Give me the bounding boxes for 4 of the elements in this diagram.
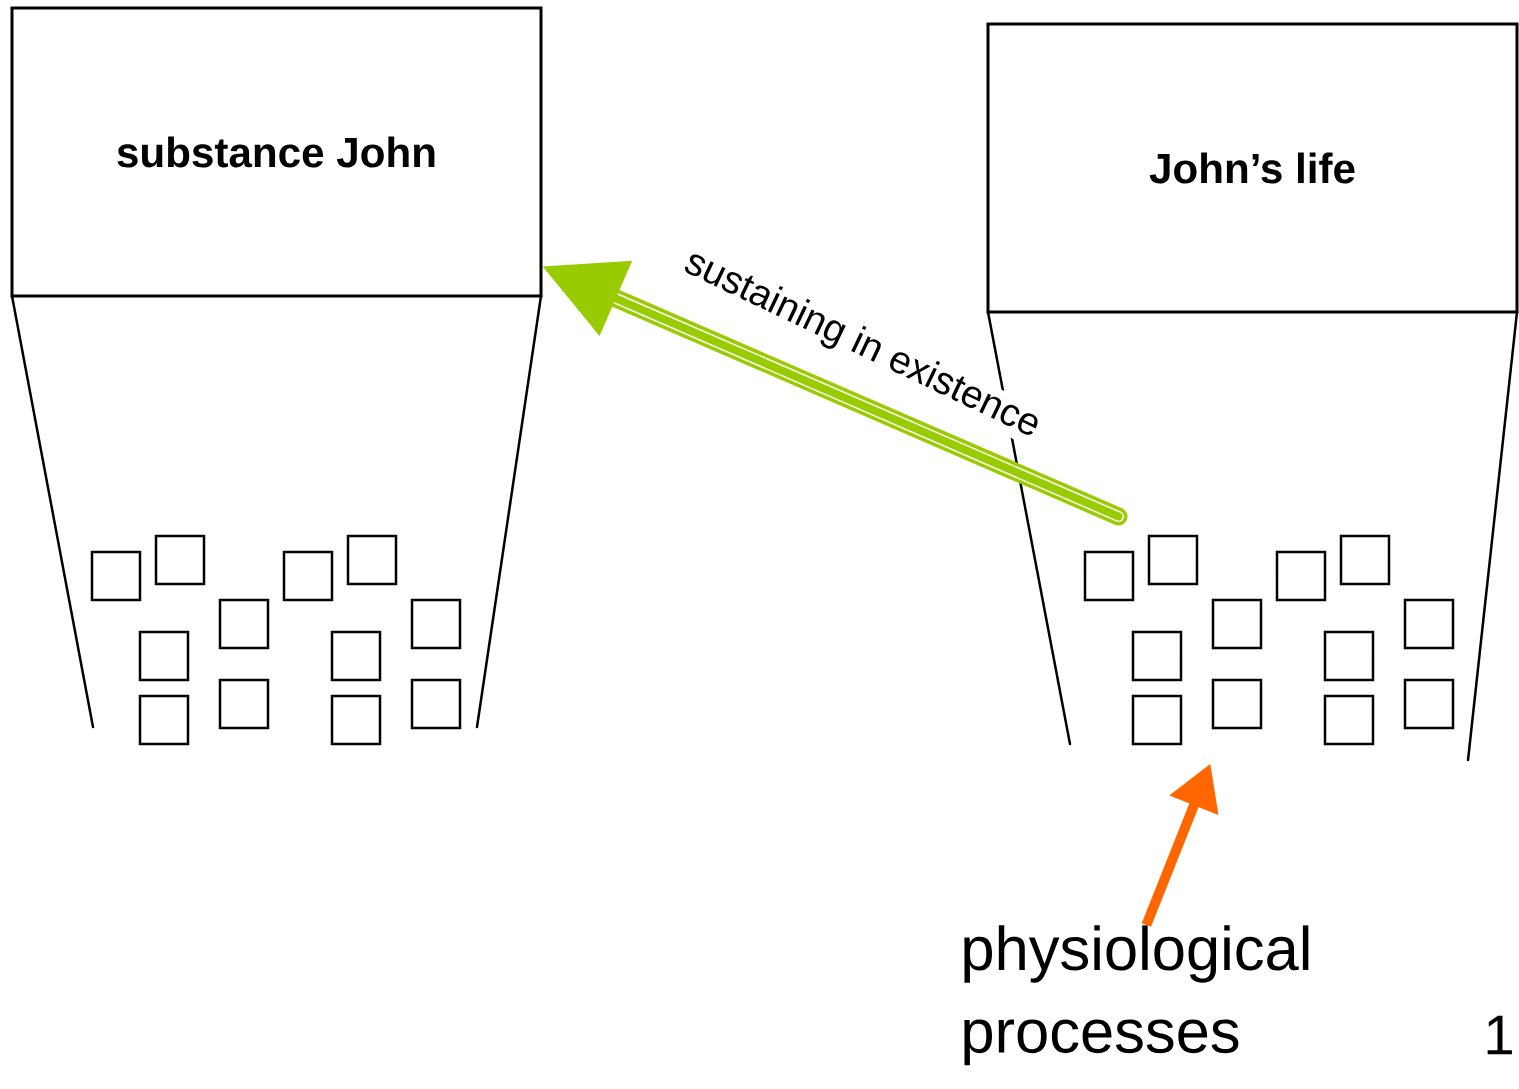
box: John’s life	[986, 22, 1519, 314]
box: substance John	[10, 6, 543, 298]
page-number: 1	[1487, 1015, 1512, 1055]
label-text: physiological processes	[964, 925, 1309, 1066]
